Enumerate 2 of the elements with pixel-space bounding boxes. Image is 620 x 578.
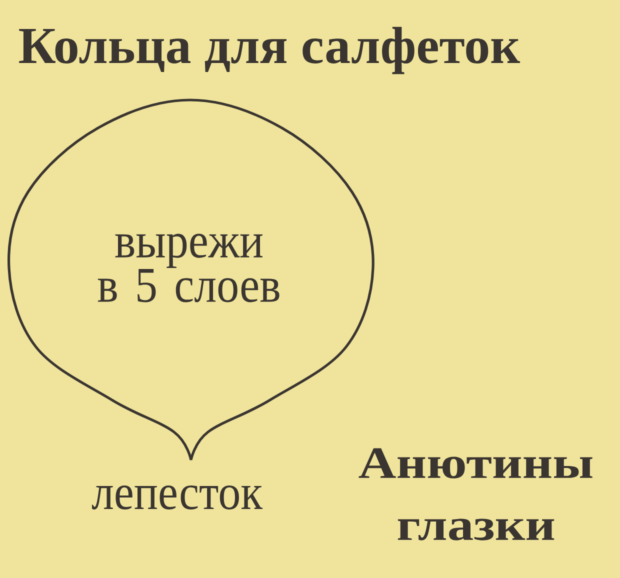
title: Кольца для салфеток — [19, 26, 520, 74]
shape-label: лепесток — [92, 485, 263, 510]
